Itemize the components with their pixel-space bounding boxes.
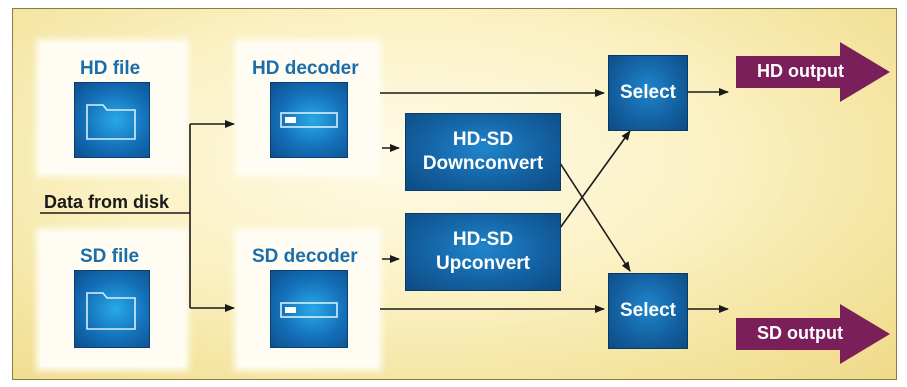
select-bottom-label: Select <box>620 300 676 321</box>
downconvert-box: HD-SD Downconvert <box>405 113 561 191</box>
select-bottom-box: Select <box>608 273 688 349</box>
sd-output-arrow <box>736 304 890 364</box>
decoder-device-icon <box>280 302 338 318</box>
select-top-box: Select <box>608 55 688 131</box>
hd-decoder-box <box>270 82 348 158</box>
downconvert-line1: HD-SD <box>452 129 514 150</box>
sd-decoder-label: SD decoder <box>252 246 358 267</box>
upconvert-line1: HD-SD <box>452 229 514 250</box>
sd-file-box <box>74 270 150 348</box>
hd-decoder-label: HD decoder <box>252 58 359 79</box>
select-top-label: Select <box>620 82 676 103</box>
decoder-device-icon <box>280 112 338 128</box>
hd-output-label: HD output <box>757 61 844 81</box>
hd-file-label: HD file <box>80 58 141 79</box>
folder-icon <box>86 292 136 330</box>
hd-file-box <box>74 82 150 158</box>
upconvert-box: HD-SD Upconvert <box>405 213 561 291</box>
hd-output-arrow <box>736 42 890 102</box>
data-from-disk-label: Data from disk <box>44 192 170 212</box>
upconvert-line2: Upconvert <box>436 253 530 274</box>
upconvert-to-top-select <box>559 130 631 229</box>
sd-output-label: SD output <box>757 323 843 343</box>
downconvert-to-bottom-select <box>559 162 631 272</box>
downconvert-line2: Downconvert <box>422 153 544 174</box>
sd-file-label: SD file <box>80 246 140 267</box>
sd-decoder-box <box>270 270 348 348</box>
folder-icon <box>86 104 136 140</box>
